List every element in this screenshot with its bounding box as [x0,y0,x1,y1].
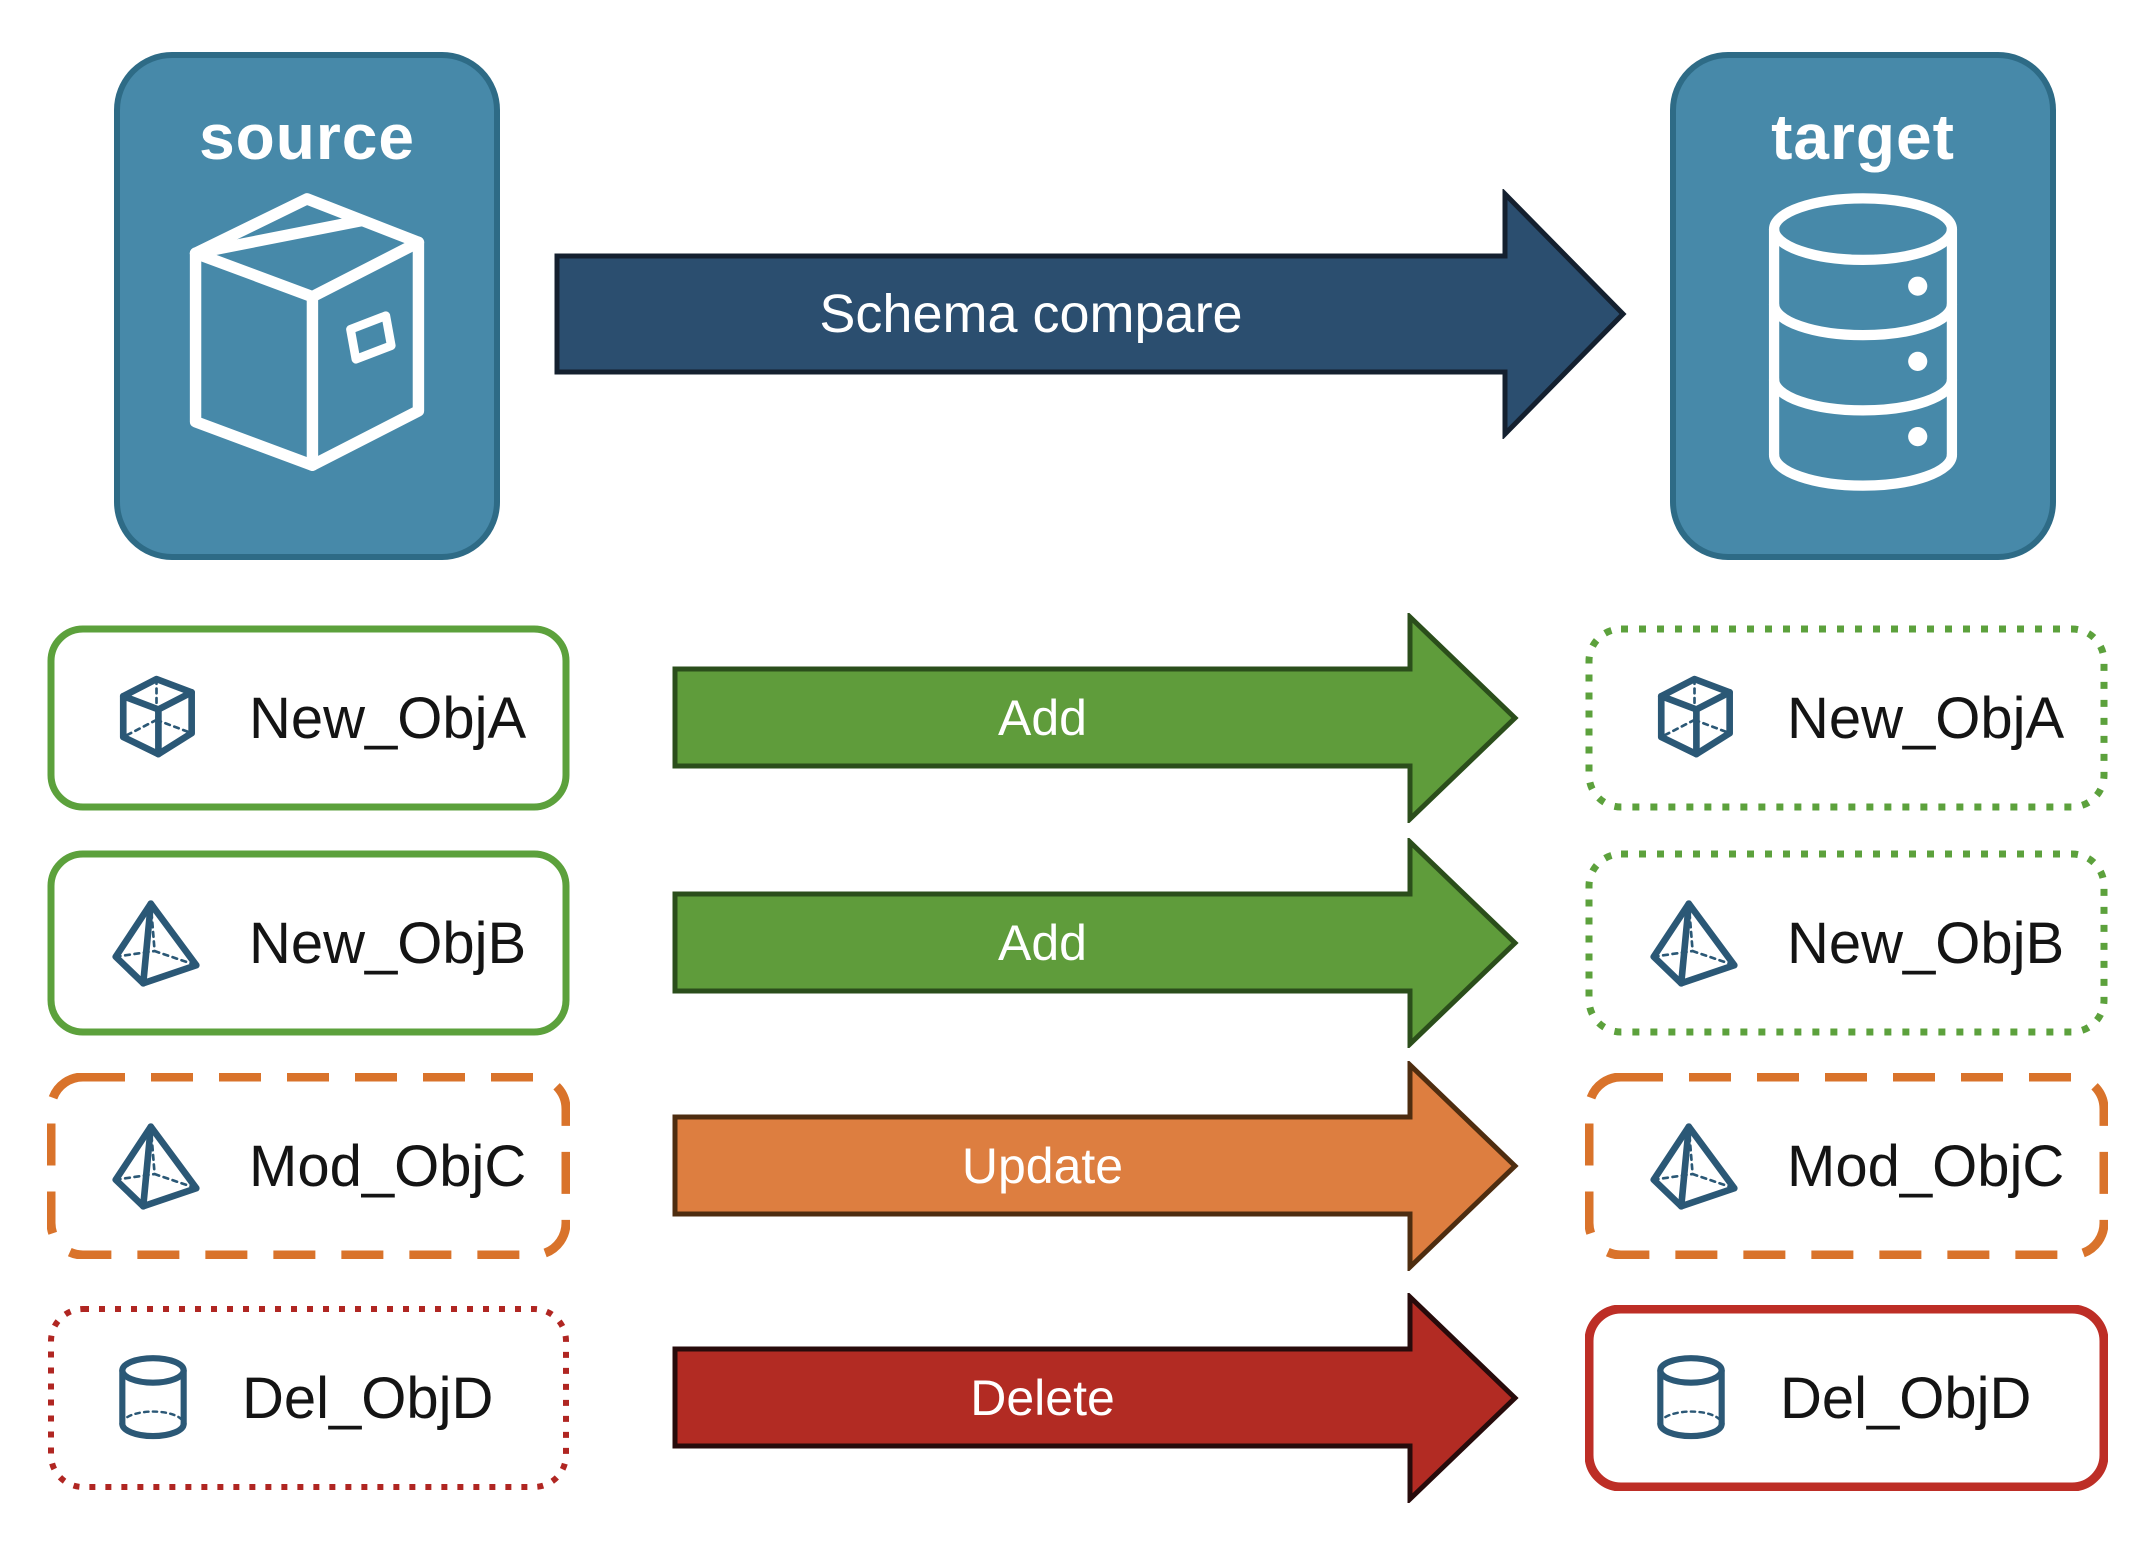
schema-compare-arrow [554,189,1627,439]
source-node-label: source [199,101,415,173]
target-node-label: target [1771,101,1955,173]
object-label: New_ObjB [249,910,527,976]
cylinder-icon [1657,1355,1725,1440]
source-object-new-objb: New_ObjB [47,850,570,1036]
pyramid-icon [112,1123,200,1210]
object-label: Mod_ObjC [1787,1133,2065,1199]
object-label: New_ObjB [1787,910,2065,976]
target-object-del-objd: Del_ObjD [1585,1305,2108,1491]
target-node: target [1670,52,2056,560]
source-node: source [114,52,500,560]
update-arrow [672,1061,1519,1271]
object-label: Mod_ObjC [249,1133,527,1199]
cylinder-icon [119,1355,187,1440]
cube-icon [1657,675,1733,758]
object-label: Del_ObjD [1780,1365,2032,1431]
target-object-new-obja: New_ObjA [1585,625,2108,811]
add-arrow [672,613,1519,823]
package-icon [189,193,425,471]
object-label: Del_ObjD [242,1365,494,1431]
object-label: New_ObjA [249,685,527,751]
pyramid-icon [112,900,200,987]
target-object-new-objb: New_ObjB [1585,850,2108,1036]
object-label: New_ObjA [1787,685,2065,751]
database-icon [1768,193,1958,491]
source-object-del-objd: Del_ObjD [47,1305,570,1491]
source-object-new-obja: New_ObjA [47,625,570,811]
pyramid-icon [1650,900,1738,987]
pyramid-icon [1650,1123,1738,1210]
add-arrow [672,838,1519,1048]
source-object-mod-objc: Mod_ObjC [47,1073,570,1259]
delete-arrow [672,1293,1519,1503]
cube-icon [119,675,195,758]
target-object-mod-objc: Mod_ObjC [1585,1073,2108,1259]
